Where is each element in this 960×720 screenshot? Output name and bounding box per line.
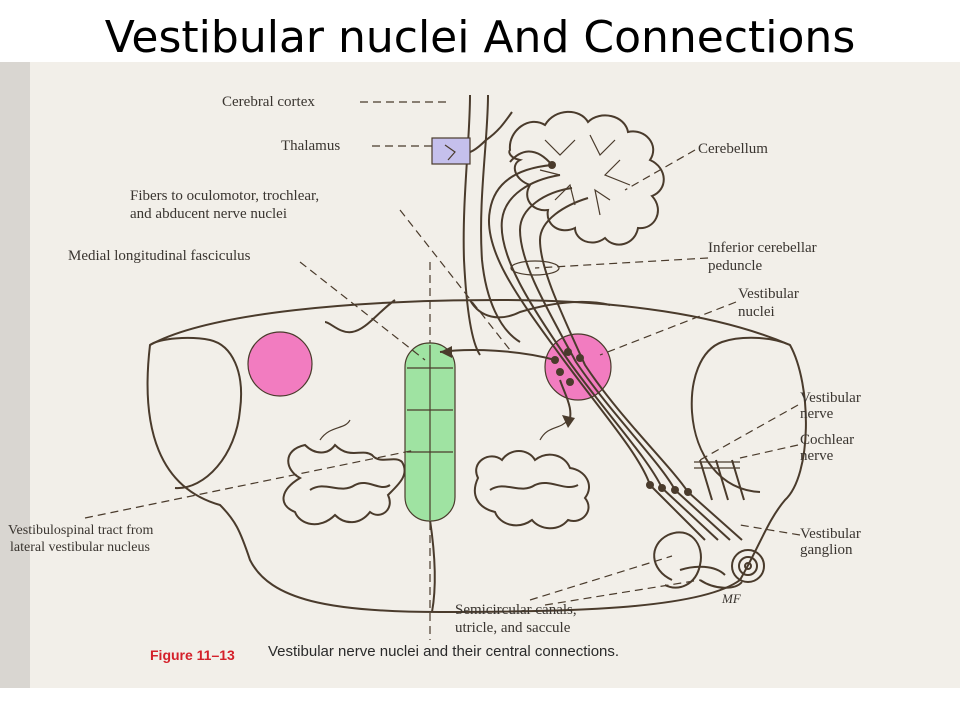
vestibular-nerve-fiber-3: [674, 489, 731, 541]
cochlea-middle: [738, 556, 758, 576]
cerebellar-loop: [509, 150, 553, 166]
right-olivary-nucleus: [473, 450, 590, 530]
label-icp-line1: Inferior cerebellar: [708, 240, 817, 256]
fourth-ventricle-left: [324, 299, 396, 334]
cerebellar-fiber-1: [487, 164, 651, 486]
label-cochlear-nerve-line1: Cochlear: [800, 432, 854, 448]
left-restiform-body: [149, 336, 242, 490]
neuron-dot: [684, 488, 692, 496]
label-vestibular-nerve-line1: Vestibular: [800, 390, 861, 406]
cerebellar-fiber-2: [500, 174, 663, 489]
label-cochlear-nerve-line2: nerve: [800, 448, 834, 464]
neuron-dot: [556, 368, 564, 376]
label-vestibular-ganglion-line1: Vestibular: [800, 526, 861, 542]
left-olivary-inner: [309, 482, 391, 491]
leader-cerebellum: [624, 149, 696, 191]
leader-cochlear-nerve: [739, 444, 799, 459]
neuron-dot: [671, 486, 679, 494]
thalamus-synapse: [444, 144, 456, 161]
right-vestibular-nucleus: [544, 333, 612, 401]
figure-number: Figure 11–13: [150, 647, 235, 663]
neuron-dots: [548, 161, 692, 496]
cerebellar-fiber-3: [518, 187, 676, 491]
label-mlf: Medial longitudinal fasciculus: [68, 248, 251, 264]
leader-utricle: [544, 579, 701, 606]
slide-title: Vestibular nuclei And Connections: [104, 12, 856, 63]
leader-fibers: [399, 209, 511, 351]
figure-caption: Vestibular nerve nuclei and their centra…: [268, 643, 619, 660]
cerebellar-fiber-4: [538, 197, 689, 493]
leader-mlf: [299, 261, 426, 361]
neuron-dot: [566, 378, 574, 386]
leader-vst: [84, 449, 416, 519]
left-olivary-nucleus: [282, 443, 406, 526]
label-icp-line2: peduncle: [708, 258, 762, 274]
leader-icp: [534, 257, 709, 269]
mlf-arrowhead: [440, 346, 452, 358]
leader-semicircular: [529, 555, 673, 601]
right-restiform-body: [690, 336, 791, 493]
neuron-dot: [551, 356, 559, 364]
anterior-median-fissure: [429, 519, 436, 613]
label-semicircular-line2: utricle, and saccule: [455, 620, 571, 636]
figure-panel: Cerebral cortex Thalamus Cerebellum Fibe…: [0, 62, 960, 688]
label-fibers-line2: and abducent nerve nuclei: [130, 206, 287, 222]
diagram-svg: Cerebral cortex Thalamus Cerebellum Fibe…: [0, 62, 960, 688]
page-background: [0, 62, 960, 688]
leader-vestibular-ganglion: [739, 524, 801, 536]
neuron-dot: [658, 484, 666, 492]
icp-ring: [510, 260, 560, 276]
leader-vestibular-nerve: [699, 404, 799, 461]
saccule: [699, 579, 743, 589]
neuron-dot: [646, 481, 654, 489]
neuron-dot: [576, 354, 584, 362]
left-olive-hilum: [319, 419, 351, 441]
label-semicircular-line1: Semicircular canals,: [455, 602, 577, 618]
ascending-tract-right: [480, 94, 521, 343]
label-vn-line2: nuclei: [738, 304, 775, 320]
leader-vn: [599, 301, 737, 356]
cerebellum-folia: [539, 134, 631, 216]
fourth-ventricle-right: [469, 299, 611, 319]
nerve-cut-marks: [694, 461, 740, 469]
right-olivary-inner: [489, 482, 579, 491]
cochlear-nerve-fibers: [699, 459, 745, 501]
vestibular-nerve-fiber-2: [661, 487, 719, 541]
label-vn-line1: Vestibular: [738, 286, 799, 302]
label-vst-line1: Vestibulospinal tract from: [8, 523, 154, 538]
leader-lines: [84, 101, 801, 606]
label-vestibular-nerve-line2: nerve: [800, 406, 834, 422]
vestibular-nerve-fiber-4: [687, 491, 743, 541]
semicircular-canals: [653, 531, 702, 589]
label-vst-line2: lateral vestibular nucleus: [10, 540, 150, 555]
left-vestibular-nucleus: [247, 331, 313, 397]
label-cerebellum: Cerebellum: [698, 141, 768, 157]
label-fibers-line1: Fibers to oculomotor, trochlear,: [130, 188, 319, 204]
medulla-outline: [146, 298, 807, 614]
neuron-dot: [564, 348, 572, 356]
ascending-tract-left: [462, 94, 481, 356]
thalamus-box: [431, 137, 471, 165]
page-edge-shadow: [0, 62, 30, 688]
label-cerebral-cortex: Cerebral cortex: [222, 94, 315, 110]
cochlea-outer: [731, 549, 765, 583]
utricle: [679, 565, 726, 576]
label-thalamus: Thalamus: [281, 138, 340, 154]
vestibular-nerve-fiber-1: [649, 484, 706, 541]
artist-initials: MF: [721, 591, 742, 606]
descending-arrowhead: [562, 415, 575, 428]
label-vestibular-ganglion-line2: ganglion: [800, 542, 853, 558]
cochlea-inner: [744, 562, 752, 570]
neuron-dot: [548, 161, 556, 169]
